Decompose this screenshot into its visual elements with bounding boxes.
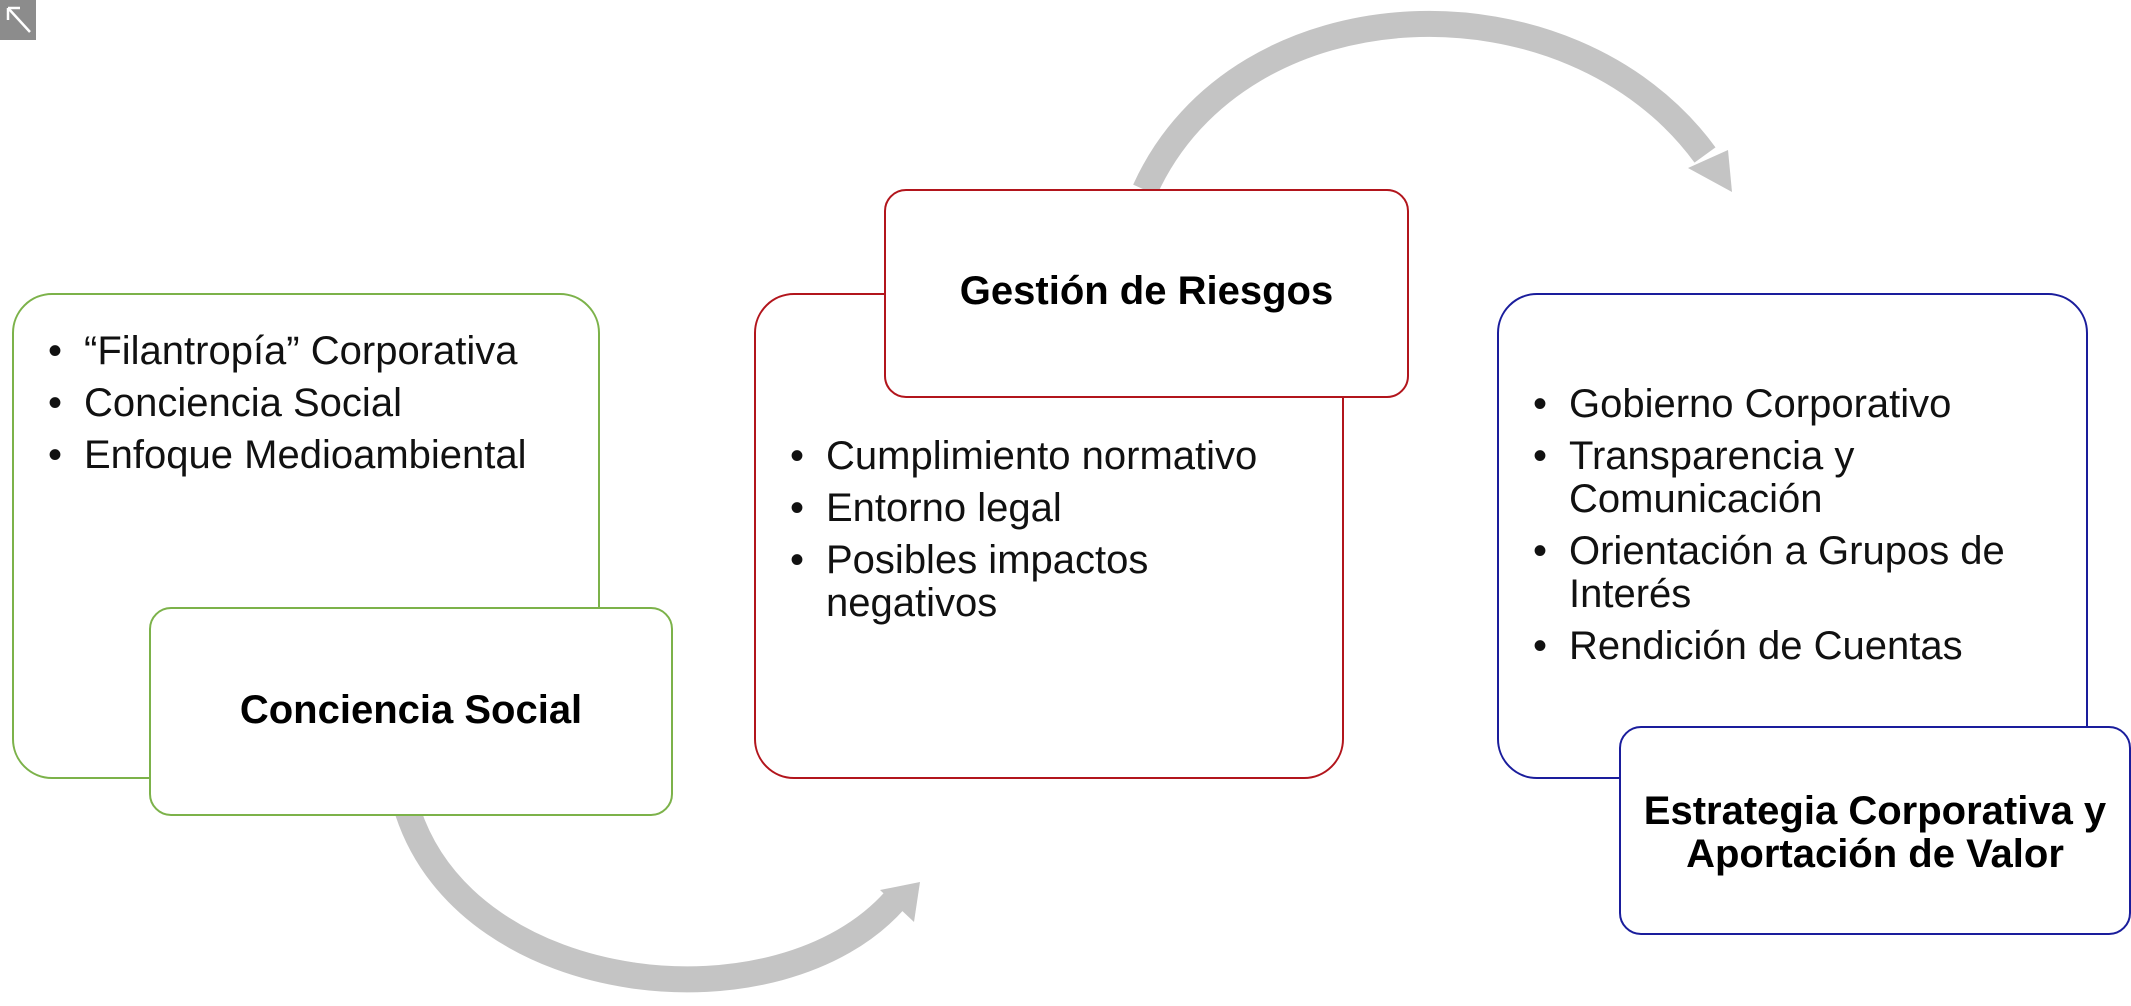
arrowhead-top xyxy=(1688,150,1732,192)
bullet-item: Orientación a Grupos de Interés xyxy=(1533,530,2063,616)
bullet-item: “Filantropía” Corporativa xyxy=(48,330,588,374)
bullet-item: Entorno legal xyxy=(790,487,1310,531)
bullet-item: Enfoque Medioambiental xyxy=(48,434,588,478)
bullet-item: Transparencia y Comunicación xyxy=(1533,435,2063,521)
stage-3-title-box: Estrategia Corporativa y Aportación de V… xyxy=(1619,726,2131,935)
stage-1-title-box: Conciencia Social xyxy=(149,607,673,816)
curved-arrow-top xyxy=(1133,10,1716,196)
arrowhead-bottom xyxy=(880,882,920,922)
stage-1-bullet-list: “Filantropía” Corporativa Conciencia Soc… xyxy=(48,330,588,486)
bullet-item: Posibles impactos negativos xyxy=(790,539,1310,625)
expand-icon[interactable] xyxy=(0,0,36,40)
stage-3-list-box: Gobierno Corporativo Transparencia y Com… xyxy=(1497,293,2088,779)
stage-2-bullet-list: Cumplimiento normativo Entorno legal Pos… xyxy=(790,435,1310,634)
curved-arrow-bottom xyxy=(395,807,905,993)
stage-3-title: Estrategia Corporativa y Aportación de V… xyxy=(1643,789,2107,876)
bullet-item: Cumplimiento normativo xyxy=(790,435,1310,479)
stage-2-title-box: Gestión de Riesgos xyxy=(884,189,1409,398)
stage-3-bullet-list: Gobierno Corporativo Transparencia y Com… xyxy=(1533,383,2063,677)
bullet-item: Conciencia Social xyxy=(48,382,588,426)
stage-1-title: Conciencia Social xyxy=(239,688,583,732)
bullet-item: Rendición de Cuentas xyxy=(1533,625,2063,669)
stage-2-title: Gestión de Riesgos xyxy=(959,269,1334,313)
bullet-item: Gobierno Corporativo xyxy=(1533,383,2063,427)
